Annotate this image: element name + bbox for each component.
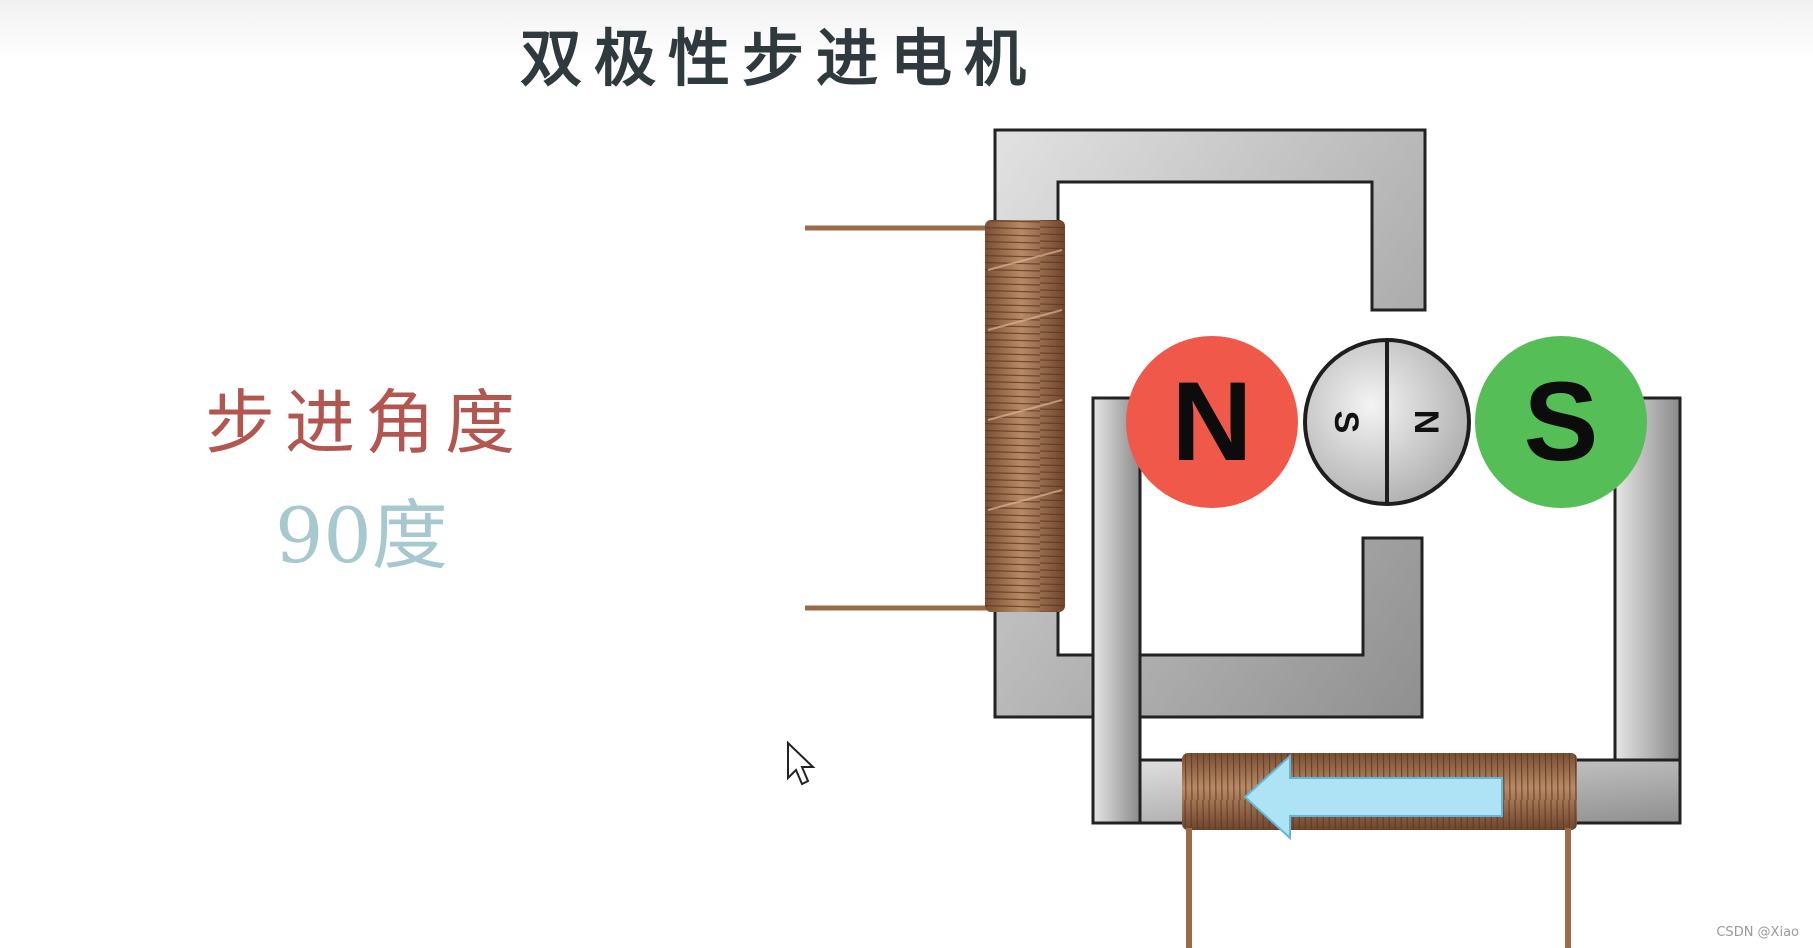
pole-n-circle: [1126, 336, 1298, 508]
step-angle-value: 90度: [275, 491, 448, 580]
coil-a: [985, 220, 1065, 612]
top-fade-bar: [0, 0, 1813, 60]
slide-title: 双极性步进电机: [520, 22, 1039, 95]
pole-n-letter: N: [1172, 359, 1253, 484]
pole-s-letter: S: [1524, 359, 1599, 484]
watermark: CSDN @Xiao: [1716, 925, 1799, 940]
mouse-cursor-icon: [787, 740, 816, 786]
current-direction-arrow: [1243, 753, 1503, 841]
stator-core-b-left-arm: [1091, 396, 1142, 825]
step-angle-label: 步进角度: [205, 382, 525, 464]
rotor-n-mark: N: [1407, 410, 1445, 435]
stator-core-a: [993, 128, 1427, 719]
rotor-s-mark: S: [1327, 411, 1365, 434]
pole-s-circle: [1475, 336, 1647, 508]
rotor-magnet: S N: [1303, 338, 1471, 506]
